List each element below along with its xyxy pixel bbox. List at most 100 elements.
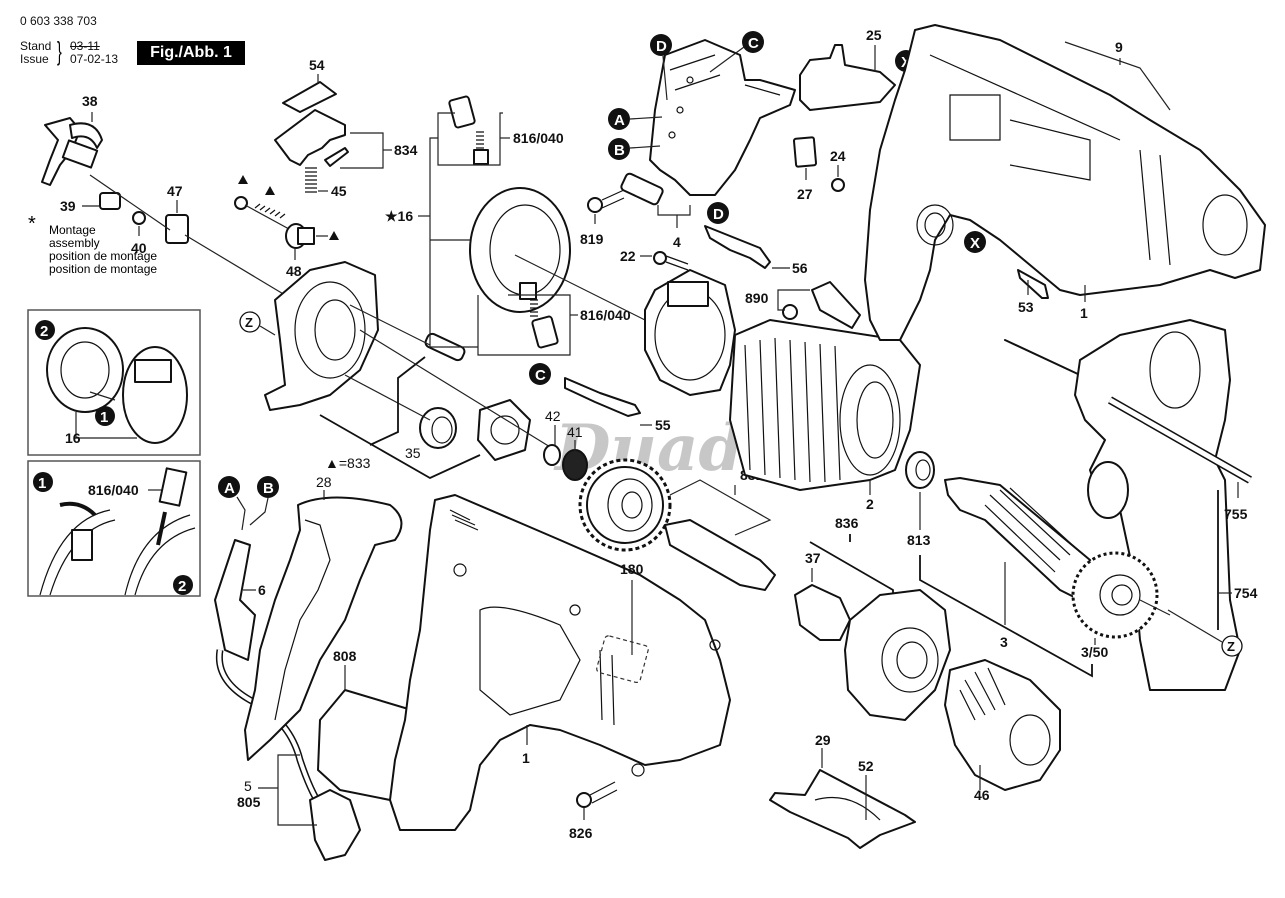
part-label: 3 xyxy=(1000,634,1008,650)
note-line: assembly xyxy=(49,236,100,250)
marker-letter: C xyxy=(535,367,546,384)
brush-cover-part xyxy=(274,109,346,166)
washer-bearing-group: 42 41 xyxy=(543,408,588,481)
bearing-41-part xyxy=(562,449,588,481)
part-label: 54 xyxy=(309,57,325,73)
inset-brush-replacement: 1 816/040 2 xyxy=(27,460,201,597)
marker-x xyxy=(964,231,986,253)
part-label: 35 xyxy=(405,445,421,461)
part-label: 39 xyxy=(60,198,76,214)
screw-22-part xyxy=(653,251,667,265)
stand-label: Stand xyxy=(20,39,52,53)
step-1-marker xyxy=(33,472,53,492)
marker-letter: C xyxy=(748,35,759,52)
marker-letter: Z xyxy=(245,315,253,330)
cover-group: 54 834 45 xyxy=(274,57,418,199)
asterisk-icon: * xyxy=(28,213,36,235)
housing-half-left xyxy=(389,494,731,831)
part-label: 55 xyxy=(655,417,671,433)
flange-group: Z 35 ▲=833 xyxy=(239,261,556,480)
part-label: 48 xyxy=(286,263,302,279)
housing-left-group: 180 1 826 xyxy=(389,494,731,841)
part-label: 37 xyxy=(805,550,821,566)
cable-guard-6 xyxy=(214,539,256,661)
aux-handle-group: 754 755 Z xyxy=(1004,319,1258,691)
plate-29-part xyxy=(769,769,916,849)
cable-clamp-part xyxy=(620,172,664,206)
part-label: 29 xyxy=(815,732,831,748)
marker-letter: B xyxy=(263,480,274,497)
part-label: 813 xyxy=(907,532,931,548)
cable-56-part xyxy=(704,225,771,269)
housing-half-group: 9 X 53 1 xyxy=(864,24,1266,341)
marker-letter: D xyxy=(713,206,724,223)
note-line: position de montage xyxy=(49,262,158,276)
armature-group: 813 3 3/50 xyxy=(905,451,1171,678)
part-label: 826 xyxy=(569,825,593,841)
label-plate-180 xyxy=(596,635,649,684)
cable-55-part xyxy=(564,377,641,417)
field-stator-part xyxy=(729,319,921,491)
step-1-marker xyxy=(95,406,115,426)
step-2-marker xyxy=(173,575,193,595)
inset-brush-holder: 2 1 16 xyxy=(27,309,201,456)
marker-a xyxy=(608,108,630,130)
switch-lock-25 xyxy=(799,44,896,111)
slider-47-part xyxy=(165,214,189,244)
fan-part xyxy=(1071,551,1159,639)
handle-half-28 xyxy=(244,496,403,761)
spindle-bearing-37 xyxy=(794,584,851,641)
housing-half-part xyxy=(864,24,1266,341)
part-label: 2 xyxy=(866,496,874,512)
figure-badge: Fig./Abb. 1 xyxy=(137,41,245,65)
triangle-marker xyxy=(265,186,275,195)
triangle-marker xyxy=(238,175,248,184)
part-label: 46 xyxy=(974,787,990,803)
part-label: 805 xyxy=(237,794,261,810)
marker-b xyxy=(257,476,279,498)
part-label: 5 xyxy=(244,778,252,794)
part-label: 40 xyxy=(131,240,147,256)
issue-value: 07-02-13 xyxy=(70,52,119,66)
marker-z xyxy=(1221,635,1243,657)
part-label: 1 xyxy=(522,750,530,766)
marker-c xyxy=(529,363,551,385)
spindle-shaft-part xyxy=(664,519,776,591)
part-label: 45 xyxy=(331,183,347,199)
part-label: 42 xyxy=(545,408,561,424)
note-line: position de montage xyxy=(49,249,158,263)
cap-39-part xyxy=(99,192,121,210)
chuck-group: 836 37 46 xyxy=(794,515,1061,803)
step-number: 2 xyxy=(178,578,186,595)
carbon-brush-part xyxy=(158,467,188,507)
part-label: 38 xyxy=(82,93,98,109)
part-label: 816/040 xyxy=(513,130,564,146)
part-label: 3/50 xyxy=(1081,644,1108,660)
marker-letter: X xyxy=(970,235,980,252)
chuck-46-part xyxy=(944,659,1061,791)
bearing-holder-part xyxy=(477,399,531,461)
part-label: 22 xyxy=(620,248,636,264)
part-label: 4 xyxy=(673,234,681,250)
part-label: 834 xyxy=(394,142,418,158)
screw-826-part xyxy=(576,792,592,808)
part-label: 816/040 xyxy=(88,482,139,498)
assembly-note: * Montage assembly position de montage p… xyxy=(28,214,158,276)
part-label: 41 xyxy=(567,424,583,440)
switch-group: D C A B 4 819 D 56 22 xyxy=(580,31,808,276)
part-label: 52 xyxy=(858,758,874,774)
plug-part xyxy=(309,789,361,861)
part-label: 24 xyxy=(830,148,846,164)
ring-40-part xyxy=(132,211,146,225)
part-label: 1 xyxy=(1080,305,1088,321)
part-label: 819 xyxy=(580,231,604,247)
bearing-flange-part xyxy=(264,261,379,411)
part-label: 27 xyxy=(797,186,813,202)
carbon-brush-lower xyxy=(531,315,559,349)
part-label: 47 xyxy=(167,183,183,199)
cable-clamp-890 xyxy=(811,281,861,329)
marker-d xyxy=(650,34,672,56)
part-label: 53 xyxy=(1018,299,1034,315)
part-label: 28 xyxy=(316,474,332,490)
